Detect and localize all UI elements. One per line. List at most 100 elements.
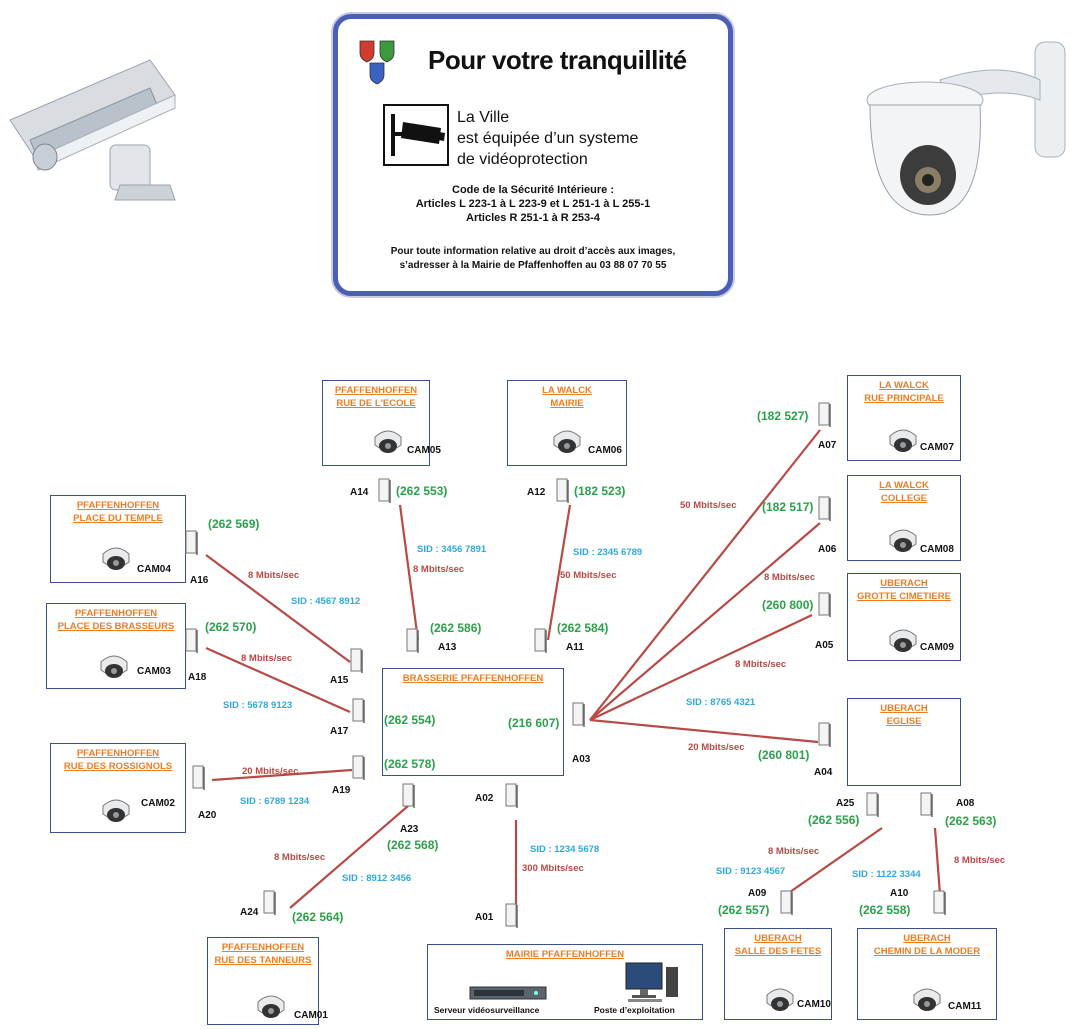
antenna-address: (262 568)	[387, 838, 439, 852]
sign-info: Pour toute information relative au droit…	[338, 245, 728, 273]
antenna-address: (182 523)	[574, 484, 626, 498]
site-mairie-pfaffenhoffen: MAIRIE PFAFFENHOFFEN Serveur vidéosurvei…	[427, 944, 703, 1020]
antenna-address: (182 527)	[757, 409, 809, 423]
link-a25-a09	[789, 827, 883, 893]
server-label: Serveur vidéosurveillance	[434, 1005, 540, 1015]
camera-icon	[257, 995, 285, 1018]
antenna-label: A14	[350, 487, 369, 498]
antenna-address: (262 553)	[396, 484, 448, 498]
camera-label: CAM06	[588, 445, 622, 456]
antenna-icon	[378, 478, 391, 503]
bullet-camera-illustration	[9, 59, 176, 201]
antenna-label: A12	[527, 487, 546, 498]
antenna-address: (182 517)	[762, 500, 814, 514]
coat-of-arms-icon	[359, 40, 395, 85]
camera-label: CAM07	[920, 442, 954, 453]
link-sid: SID : 6789 1234	[240, 796, 310, 807]
antenna-label: A25	[836, 798, 855, 809]
link-bandwidth: 8 Mbits/sec	[954, 855, 1006, 866]
link-bandwidth: 8 Mbits/sec	[735, 659, 787, 670]
antenna-label: A02	[475, 793, 494, 804]
antenna-address: (262 586)	[430, 621, 482, 635]
link-bandwidth: 8 Mbits/sec	[248, 570, 300, 581]
antenna-icon	[818, 722, 831, 747]
link-bandwidth: 8 Mbits/sec	[768, 846, 820, 857]
workstation-icon	[625, 962, 678, 1002]
antenna-icon	[780, 890, 793, 915]
sign-code-line-1: Articles L 223-1 à L 223-9 et L 251-1 à …	[415, 198, 651, 210]
link-bandwidth: 8 Mbits/sec	[274, 852, 326, 863]
antenna-icon	[866, 792, 879, 817]
antenna-address: (260 800)	[762, 598, 814, 612]
antenna-label: A11	[566, 642, 584, 653]
antenna-address: (262 556)	[808, 813, 860, 827]
sign-line-1: La Ville	[457, 109, 510, 126]
camera-label: CAM02	[141, 798, 175, 809]
antenna-icon	[818, 592, 831, 617]
link-bandwidth: 50 Mbits/sec	[560, 570, 617, 581]
link-bandwidth: 8 Mbits/sec	[764, 572, 816, 583]
link-sid: SID : 2345 6789	[573, 547, 643, 558]
antenna-label: A01	[475, 912, 494, 923]
antenna-label: A06	[818, 544, 837, 555]
camera-icon	[100, 655, 128, 678]
sign-info-line-2: s’adresser à la Mairie de Pfaffenhoffen …	[399, 260, 667, 271]
camera-label: CAM03	[137, 666, 171, 677]
link-a16-a15	[205, 554, 351, 663]
link-sid: SID : 3456 7891	[417, 544, 487, 555]
site-title: MAIRIE PFAFFENHOFFEN	[505, 949, 625, 960]
sign-info-line-1: Pour toute information relative au droit…	[390, 246, 676, 257]
antenna-label: A16	[190, 575, 209, 586]
link-sid: SID : 9123 4567	[716, 866, 786, 877]
link-a07-a03	[589, 429, 821, 721]
link-a06-a03	[589, 522, 821, 721]
sign-message: La Ville est équipée d’un systeme de vid…	[457, 107, 638, 170]
antenna-label: A07	[818, 440, 837, 451]
antenna-label: A24	[240, 907, 259, 918]
antenna-label: A17	[330, 726, 349, 737]
antenna-address: (262 584)	[557, 621, 609, 635]
antenna-icon	[556, 478, 569, 503]
antenna-label: A13	[438, 642, 457, 653]
antenna-icon	[350, 648, 363, 673]
camera-label: CAM10	[797, 999, 831, 1010]
camera-icon	[889, 429, 917, 452]
antenna-label: A20	[198, 810, 217, 821]
link-bandwidth: 50 Mbits/sec	[680, 500, 737, 511]
antenna-label: A08	[956, 798, 975, 809]
antenna-label: A19	[332, 785, 351, 796]
antenna-label: A09	[748, 888, 767, 899]
antenna-address: (262 557)	[718, 903, 770, 917]
link-a18-a17	[205, 646, 351, 714]
antenna-icon	[402, 783, 415, 808]
camera-label: CAM05	[407, 445, 441, 456]
antenna-icon	[505, 783, 518, 808]
camera-icon	[889, 529, 917, 552]
site-title: BRASSERIE PFAFFENHOFFEN	[402, 673, 544, 684]
vigilance-sign: Pour votre tranquillité La Ville est équ…	[333, 14, 733, 296]
antenna-address: (216 607)	[508, 716, 560, 730]
camera-icon	[102, 799, 130, 822]
sign-legal-code: Code de la Sécurité Intérieure : Article…	[338, 183, 728, 225]
workstation-label: Poste d’exploitation	[594, 1005, 675, 1015]
antenna-icon	[818, 496, 831, 521]
camera-icon	[374, 430, 402, 453]
surveillance-camera-icon	[383, 104, 449, 166]
camera-label: CAM01	[294, 1010, 328, 1021]
sign-code-line-2: Articles R 251-1 à R 253-4	[466, 212, 600, 224]
camera-icon	[913, 988, 941, 1011]
antenna-icon	[185, 530, 198, 555]
antenna-icon	[263, 890, 276, 915]
